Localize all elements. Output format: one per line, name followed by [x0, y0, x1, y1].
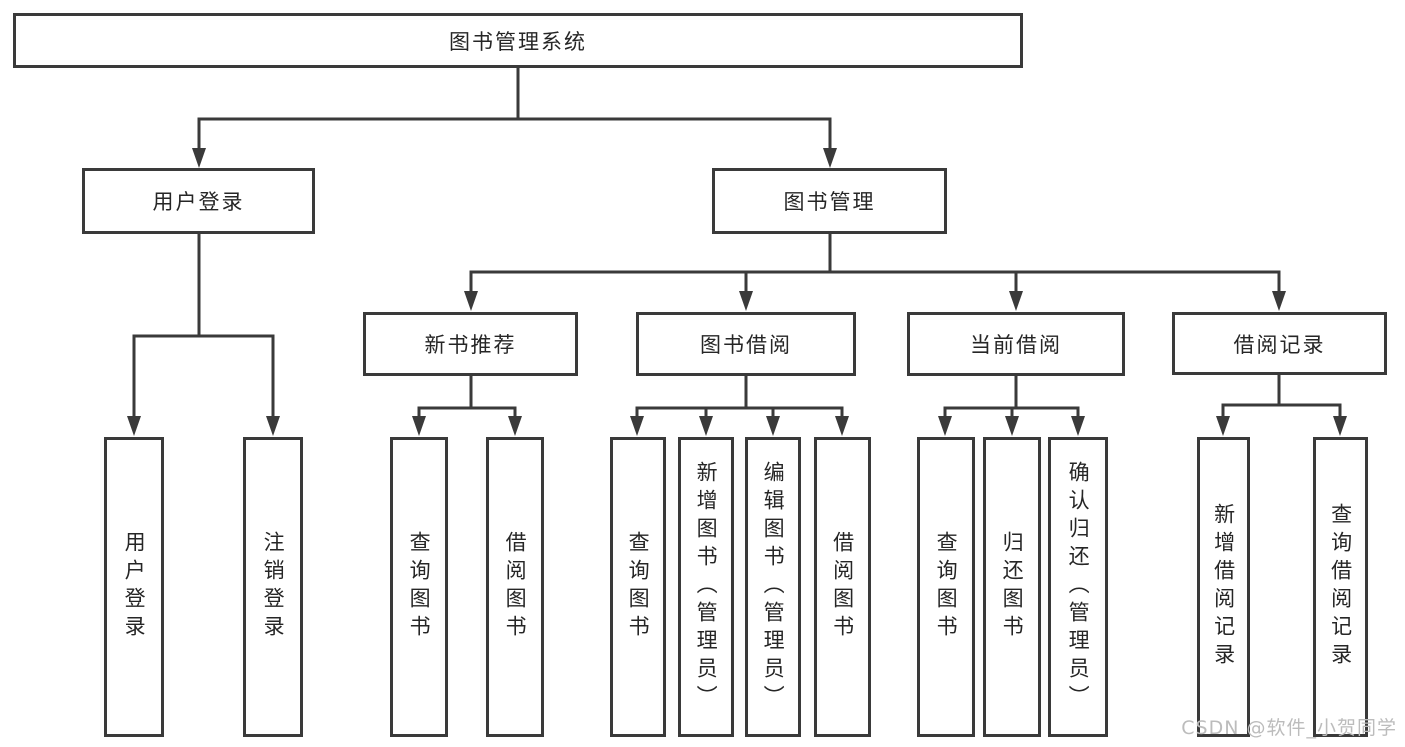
node-user-login: 用户登录 — [82, 168, 315, 234]
leaf-query-books-current-label: 查询图书 — [934, 531, 959, 643]
leaf-add-books-admin: 新增图书（管理员） — [678, 437, 734, 737]
leaf-add-borrow-record-label: 新增借阅记录 — [1211, 503, 1236, 671]
leaf-add-books-admin-label: 新增图书（管理员） — [694, 461, 719, 713]
leaf-query-books-borrowing: 查询图书 — [610, 437, 666, 737]
node-new-book-recommend-label: 新书推荐 — [424, 333, 517, 357]
node-root-label: 图书管理系统 — [449, 29, 587, 54]
node-new-book-recommend: 新书推荐 — [363, 312, 578, 376]
leaf-logout: 注销登录 — [243, 437, 303, 737]
leaf-user-login: 用户登录 — [104, 437, 164, 737]
node-borrowing-records: 借阅记录 — [1172, 312, 1387, 375]
leaf-borrow-books-borrowing: 借阅图书 — [814, 437, 871, 737]
leaf-edit-books-admin-label: 编辑图书（管理员） — [761, 461, 786, 713]
leaf-user-login-label: 用户登录 — [122, 531, 147, 643]
leaf-return-books-label: 归还图书 — [1000, 531, 1025, 643]
leaf-borrow-books-recommend-label: 借阅图书 — [503, 531, 528, 643]
leaf-add-borrow-record: 新增借阅记录 — [1197, 437, 1250, 737]
leaf-query-books-borrowing-label: 查询图书 — [626, 531, 651, 643]
node-book-borrowing-label: 图书借阅 — [700, 333, 792, 357]
leaf-confirm-return-admin-label: 确认归还（管理员） — [1066, 461, 1091, 713]
node-user-login-label: 用户登录 — [152, 190, 245, 214]
leaf-return-books: 归还图书 — [983, 437, 1041, 737]
leaf-query-borrow-record-label: 查询借阅记录 — [1328, 503, 1353, 671]
node-book-management: 图书管理 — [712, 168, 947, 234]
leaf-query-books-recommend-label: 查询图书 — [407, 531, 432, 643]
leaf-logout-label: 注销登录 — [261, 531, 286, 643]
leaf-borrow-books-borrowing-label: 借阅图书 — [830, 531, 855, 643]
leaf-edit-books-admin: 编辑图书（管理员） — [745, 437, 801, 737]
node-borrowing-records-label: 借阅记录 — [1233, 332, 1326, 357]
leaf-borrow-books-recommend: 借阅图书 — [486, 437, 544, 737]
node-root: 图书管理系统 — [13, 13, 1023, 68]
node-current-borrowing-label: 当前借阅 — [970, 333, 1062, 357]
csdn-watermark: CSDN @软件_小贺同学 — [1181, 717, 1397, 739]
leaf-query-books-recommend: 查询图书 — [390, 437, 448, 737]
leaf-query-borrow-record: 查询借阅记录 — [1313, 437, 1368, 737]
leaf-query-books-current: 查询图书 — [917, 437, 975, 737]
node-current-borrowing: 当前借阅 — [907, 312, 1125, 376]
leaf-confirm-return-admin: 确认归还（管理员） — [1048, 437, 1108, 737]
node-book-borrowing: 图书借阅 — [636, 312, 856, 376]
node-book-management-label: 图书管理 — [783, 190, 876, 214]
